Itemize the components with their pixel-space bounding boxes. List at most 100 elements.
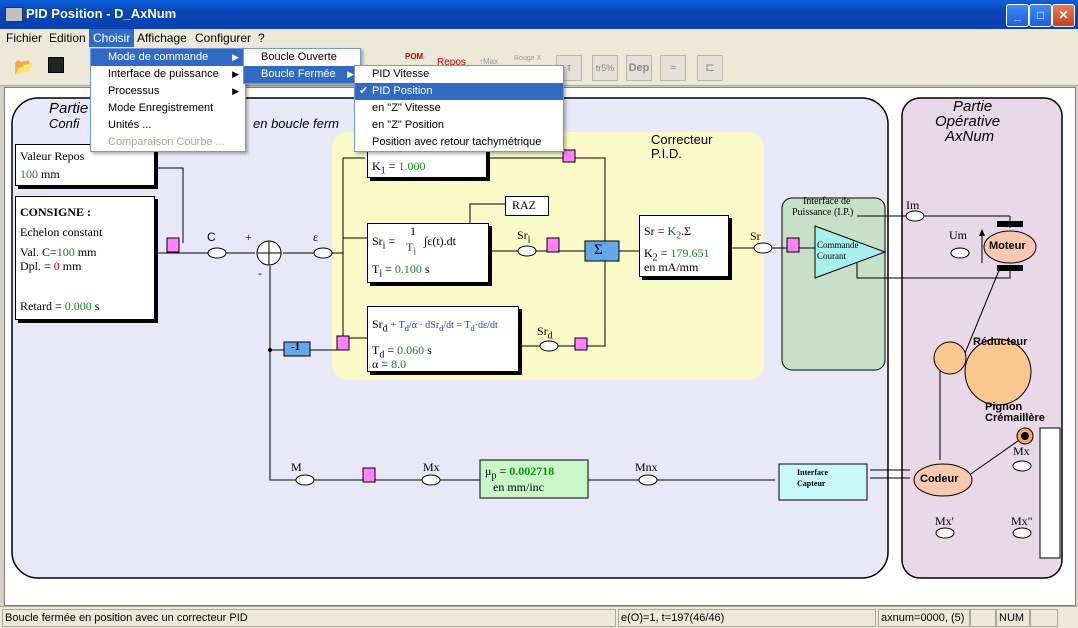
label-plus: + bbox=[245, 230, 252, 244]
minus-one-label: -1 bbox=[291, 341, 301, 353]
dep-button[interactable]: Dep bbox=[626, 55, 652, 81]
sri-ti-eq: = bbox=[382, 262, 395, 276]
label-mx2: Mx bbox=[1013, 444, 1030, 458]
sr-box[interactable]: Sr = K2.Σ K2 = 179.651 en mA/mm bbox=[639, 215, 729, 277]
menu-affichage[interactable]: Affichage bbox=[137, 31, 187, 45]
menu-item-pid-vitesse[interactable]: PID Vitesse bbox=[355, 66, 563, 83]
floppy-disk-icon[interactable] bbox=[48, 57, 64, 73]
menu-item-comparaison-courbe: Comparaison Courbe ... bbox=[91, 134, 245, 151]
window-title: PID Position - D_AxNum bbox=[26, 6, 177, 21]
menu-item-pid-position[interactable]: ✔PID Position bbox=[355, 83, 563, 100]
menu-choisir[interactable]: Choisir bbox=[89, 29, 135, 47]
tr5-button[interactable]: tr5% bbox=[592, 55, 618, 81]
consigne-val-label: Val. C= bbox=[20, 245, 57, 259]
label-mxpp: Mx" bbox=[1011, 514, 1033, 528]
commande-courant-triangle bbox=[814, 225, 887, 279]
sr-k2eq: = bbox=[657, 246, 671, 260]
small-gear bbox=[933, 341, 967, 375]
label-um: Um bbox=[949, 228, 967, 242]
k1-row: K1 = 1.000 bbox=[372, 159, 425, 176]
mu-box bbox=[479, 459, 589, 499]
reducteur-gear bbox=[964, 338, 1032, 406]
close-button[interactable]: ✕ bbox=[1052, 4, 1075, 27]
partie-commande-sub2: en boucle ferm bbox=[253, 116, 339, 131]
sr-k2sub: 2 bbox=[676, 230, 682, 242]
status-num: NUM bbox=[996, 609, 1030, 627]
label-m: M bbox=[291, 460, 302, 474]
tjm-icon[interactable]: ⊏ bbox=[697, 55, 723, 81]
mu-sub: p bbox=[491, 470, 497, 482]
srd-alpha: 8.0 bbox=[391, 357, 407, 371]
consigne-dpl-row: Dpl. = 0 mm bbox=[20, 259, 81, 274]
menu-edition[interactable]: Edition bbox=[49, 31, 86, 45]
sr-unit: en mA/mm bbox=[644, 260, 699, 274]
title-bar: PID Position - D_AxNum _ □ ✕ bbox=[0, 0, 1078, 29]
menu-item-z-position[interactable]: en "Z" Position bbox=[355, 117, 563, 134]
interface-puissance-2: Puissance (I.P.) bbox=[792, 207, 854, 218]
sri-num: 1 bbox=[410, 224, 416, 238]
srd-formula: Srd + Td/α · dSrd/dt = Td·dε/dt bbox=[372, 317, 498, 334]
menu-item-interface-puissance[interactable]: Interface de puissance▶ bbox=[91, 66, 245, 83]
menu-item-processus[interactable]: Processus▶ bbox=[91, 83, 245, 100]
chevron-right-icon: ▶ bbox=[232, 52, 239, 62]
mode-commande-submenu: Boucle Ouverte Boucle Fermée▶ bbox=[243, 48, 361, 84]
sr-k2lsub: 2 bbox=[652, 252, 658, 264]
sri-box[interactable]: Sri = 1 Ti ∫ε(t).dt Ti = 0.100 s bbox=[367, 223, 489, 283]
valeur-repos-box[interactable]: Valeur Repos 100 mm bbox=[15, 144, 155, 186]
label-eps: ε bbox=[313, 230, 319, 244]
mu-row: μp = 0.002718 bbox=[485, 464, 554, 481]
status-main: Boucle fermée en position avec un correc… bbox=[2, 609, 616, 627]
sri-den: Ti bbox=[406, 240, 416, 257]
commande-courant-1: Commande bbox=[817, 240, 859, 250]
sr-k2val: 179.651 bbox=[670, 246, 710, 260]
chevron-right-icon: ▶ bbox=[232, 86, 239, 96]
label-sri: Sri bbox=[517, 228, 531, 246]
label-minus: - bbox=[258, 266, 262, 280]
boucle-fermee-submenu: PID Vitesse ✔PID Position en "Z" Vitesse… bbox=[354, 65, 564, 152]
imax-button[interactable]: ↑Max bbox=[479, 57, 499, 66]
srd-td-sub: d bbox=[379, 349, 385, 361]
menu-item-unites[interactable]: Unités ... bbox=[91, 117, 245, 134]
partie-commande-title: Partie bbox=[49, 100, 89, 117]
menu-fichier[interactable]: Fichier bbox=[6, 31, 43, 45]
menu-item-mode-commande[interactable]: Mode de commande▶ bbox=[91, 49, 245, 66]
minus-one-box bbox=[283, 341, 311, 357]
menu-configurer[interactable]: Configurer bbox=[195, 31, 252, 45]
partie-operative-2: Opérative bbox=[935, 113, 1001, 130]
moteur-label: Moteur bbox=[989, 240, 1026, 252]
minimize-button[interactable]: _ bbox=[1006, 4, 1029, 27]
menu-item-boucle-fermee[interactable]: Boucle Fermée▶ bbox=[244, 66, 360, 83]
sri-den-t: T bbox=[406, 240, 414, 254]
menu-help[interactable]: ? bbox=[258, 31, 265, 45]
valeur-repos-value: 100 bbox=[20, 167, 38, 181]
repos-button[interactable]: Repos bbox=[437, 57, 466, 68]
valeur-repos-label: Valeur Repos bbox=[20, 149, 85, 163]
srd-sr: Sr bbox=[372, 317, 383, 331]
maximize-button[interactable]: □ bbox=[1029, 4, 1052, 27]
consigne-title: CONSIGNE : bbox=[20, 205, 92, 219]
raz-button[interactable]: RAZ bbox=[505, 196, 549, 216]
rouge-button[interactable]: Rouge X bbox=[514, 55, 542, 62]
folder-open-icon[interactable]: 📂 bbox=[14, 59, 34, 76]
sri-ti-unit: s bbox=[424, 262, 430, 276]
menu-item-position-tachy[interactable]: Position avec retour tachymétrique bbox=[355, 134, 563, 151]
menu-item-boucle-ouverte[interactable]: Boucle Ouverte bbox=[244, 49, 360, 66]
srd-box[interactable]: Srd + Td/α · dSrd/dt = Td·dε/dt Td = 0.0… bbox=[367, 306, 519, 372]
menu-item-boucle-fermee-label: Boucle Fermée bbox=[261, 68, 336, 80]
consigne-val-unit: mm bbox=[77, 245, 97, 259]
consigne-box[interactable]: CONSIGNE : Echelon constant Val. C=100 m… bbox=[15, 196, 155, 320]
menu-item-mode-enregistrement[interactable]: Mode Enregistrement bbox=[91, 100, 245, 117]
sri-ti: 0.100 bbox=[394, 262, 422, 276]
label-im: Im bbox=[906, 198, 920, 212]
srd-alpha-label: α = bbox=[372, 357, 392, 371]
diagram-canvas: Partie Confi en boucle ferm Partie Opéra… bbox=[4, 87, 1076, 606]
partie-operative-3: AxNum bbox=[945, 128, 995, 145]
pignon-label-1: Pignon bbox=[985, 401, 1023, 413]
pom-button[interactable]: POM bbox=[405, 52, 424, 61]
filter-icon[interactable]: ≈ bbox=[660, 55, 686, 81]
label-c: C bbox=[207, 230, 216, 244]
sri-ti-row: Ti = 0.100 s bbox=[372, 262, 430, 279]
menu-item-z-vitesse[interactable]: en "Z" Vitesse bbox=[355, 100, 563, 117]
interface-capteur-box bbox=[778, 463, 868, 501]
partie-operative-panel bbox=[901, 97, 1063, 579]
